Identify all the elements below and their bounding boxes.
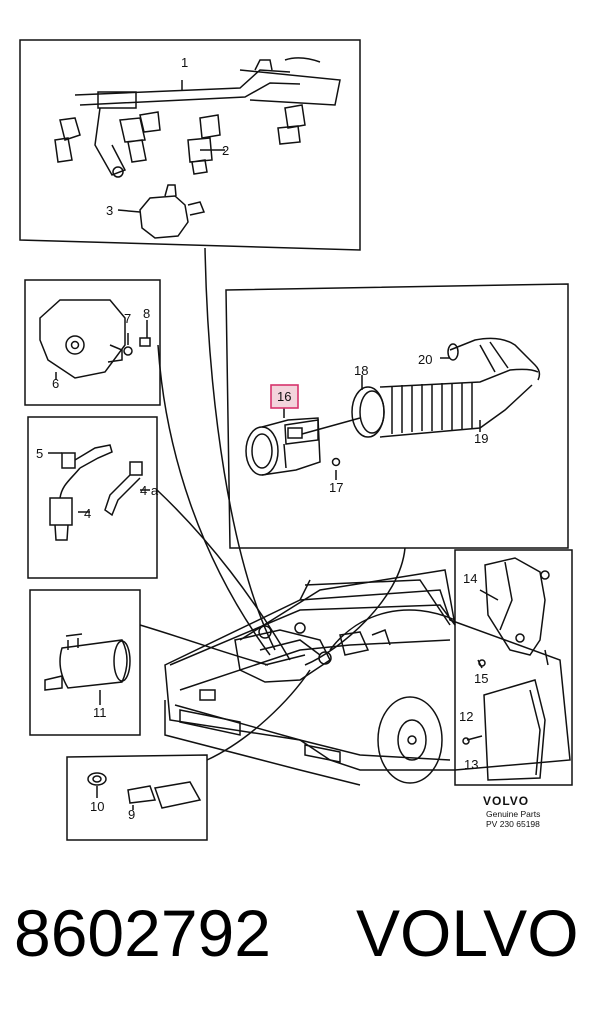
footer-brand: VOLVO — [356, 896, 579, 970]
callout-8: 8 — [143, 306, 150, 321]
callout-4a: 4 a — [140, 483, 159, 498]
callout-7: 7 — [124, 311, 131, 326]
genuine-parts-text: Genuine Parts — [486, 809, 540, 819]
parts-diagram: 1 2 3 6 7 8 5 4 4 a 11 10 9 16 17 18 19 … — [19, 39, 573, 841]
callout-1: 1 — [181, 55, 188, 70]
part-number: 8602792 — [14, 896, 271, 970]
panel-control-unit — [454, 549, 573, 786]
highlight-box-16 — [270, 384, 299, 409]
callout-20: 20 — [418, 352, 432, 367]
callout-11: 11 — [93, 705, 107, 720]
callout-14: 14 — [463, 571, 477, 586]
callout-3: 3 — [106, 203, 113, 218]
callout-16: 16 — [277, 389, 291, 404]
panel-fuel-rail — [19, 39, 361, 251]
callout-6: 6 — [52, 376, 59, 391]
panel-oxygen-sensor — [27, 416, 158, 579]
callout-12: 12 — [459, 709, 473, 724]
callout-9: 9 — [128, 807, 135, 822]
pv-code-text: PV 230 65198 — [486, 819, 540, 829]
callout-4: 4 — [84, 506, 91, 521]
panel-idle-valve — [29, 589, 141, 736]
callout-13: 13 — [464, 757, 478, 772]
callout-10: 10 — [90, 799, 104, 814]
volvo-logo-text: VOLVO — [483, 794, 529, 808]
callout-2: 2 — [222, 143, 229, 158]
panel-throttle-sensor — [24, 279, 161, 406]
panel-temp-sensor — [66, 754, 208, 841]
callout-5: 5 — [36, 446, 43, 461]
callout-15: 15 — [474, 671, 488, 686]
callout-18: 18 — [354, 363, 368, 378]
panel-air-mass-meter — [225, 283, 569, 549]
callout-19: 19 — [474, 431, 488, 446]
callout-17: 17 — [329, 480, 343, 495]
